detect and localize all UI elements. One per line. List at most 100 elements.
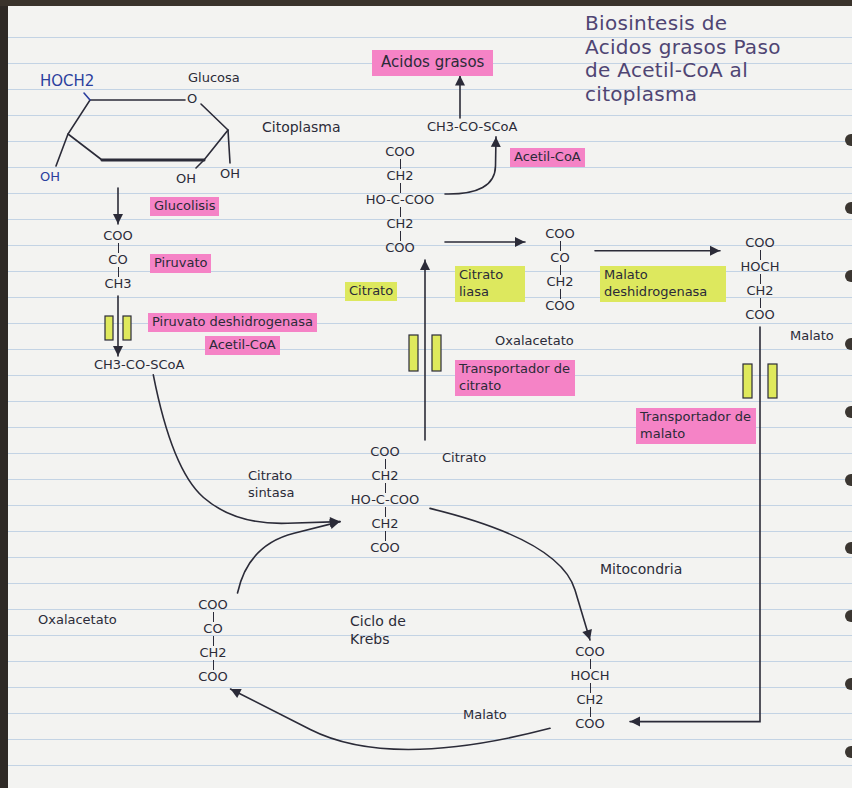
enzyme-label: Malato deshidrogenasa xyxy=(600,266,726,302)
membrane-bar xyxy=(409,335,418,371)
atom-group: COO xyxy=(550,640,630,664)
connector-line xyxy=(153,375,340,523)
acetyl-coa-molecule: CH3-CO-SCoAAcetil-CoA xyxy=(92,356,186,375)
enzyme-label: Citrato sintasa xyxy=(248,468,320,502)
structural-formula: COO CH2 HO-C-COO CH2 COO xyxy=(340,440,430,560)
arrow-head xyxy=(515,237,525,247)
connector-arrow xyxy=(231,689,551,749)
atom-group: CH2 xyxy=(355,212,445,236)
connector-line xyxy=(231,689,551,749)
connector-arrow xyxy=(455,76,465,119)
malate-molecule: COO HOCH CH2 COOMalato xyxy=(550,640,630,736)
membrane-bar xyxy=(743,364,752,398)
process-label: Glucolisis xyxy=(150,197,219,216)
atom-group: COO xyxy=(178,665,248,689)
region-label: Citoplasma xyxy=(262,118,341,136)
ring-bond xyxy=(196,160,204,168)
ring-bond xyxy=(228,130,230,163)
group-label: HOCH2 xyxy=(40,72,94,92)
atom-group: CH2 xyxy=(178,641,248,665)
arrow-head xyxy=(710,246,720,256)
transporter-label: Transportador de citrato xyxy=(455,360,575,396)
atom-group: CH2 xyxy=(525,270,595,294)
arrow-head xyxy=(231,689,242,698)
atom-group: COO xyxy=(340,440,430,464)
glucose-ring xyxy=(56,93,230,168)
membrane-bar xyxy=(768,364,777,398)
connector-arrow xyxy=(113,188,123,224)
structural-formula: CH3-CO-SCoA xyxy=(92,356,186,375)
arrow-head xyxy=(113,214,123,224)
ring-bond xyxy=(102,159,204,162)
atom-group: COO xyxy=(525,222,595,246)
oxaloacetate-molecule: COO CO CH2 COOOxalacetato xyxy=(525,222,595,318)
arrow-head xyxy=(491,137,501,147)
malate-molecule: COO HOCH CH2 COOMalato xyxy=(720,231,800,327)
connector-arrow xyxy=(630,327,760,727)
hydroxyl-group: OH xyxy=(176,171,196,188)
atom-group: HOCH xyxy=(720,255,800,279)
binder-hole xyxy=(845,338,852,350)
atom-group: CH2 xyxy=(340,512,430,536)
atom-group: CH2 xyxy=(550,688,630,712)
connector-line xyxy=(595,250,720,252)
enzyme-label: Piruvato deshidrogenasa xyxy=(148,313,317,332)
binder-hole xyxy=(845,542,852,554)
atom-group: HO-C-COO xyxy=(355,188,445,212)
region-label: Mitocondria xyxy=(600,560,682,578)
arrow-head xyxy=(329,519,340,529)
citrate-molecule: COO CH2 HO-C-COO CH2 COOCitrato xyxy=(340,440,430,560)
molecule-name: Acetil-CoA xyxy=(510,148,585,167)
acetyl-coa-molecule: CH3-CO-SCoAAcetil-CoA xyxy=(425,118,519,137)
ring-bond xyxy=(201,104,228,160)
ring-oxygen: O xyxy=(187,91,197,108)
molecule-name: Citrato xyxy=(345,282,397,301)
product-name: Acidos grasos xyxy=(372,50,493,76)
molecule-name: Citrato xyxy=(442,450,486,467)
atom-group: COO xyxy=(83,224,153,248)
atom-group: COO xyxy=(340,536,430,560)
membrane-bar xyxy=(105,316,113,340)
structural-formula: COO HOCH CH2 COO xyxy=(550,640,630,736)
enzyme-label: Citrato liasa xyxy=(455,266,525,302)
photo-edge xyxy=(0,0,852,6)
atom-group: COO xyxy=(720,303,800,327)
atom-group: COO xyxy=(355,140,445,164)
glucose-molecule: HOCH2GlucosaOOHOHOH xyxy=(38,70,243,188)
binder-hole xyxy=(845,474,852,486)
molecule-name: Piruvato xyxy=(150,254,211,273)
cycle-label: Ciclo de Krebs xyxy=(350,612,428,648)
molecule-name: Oxalacetato xyxy=(495,333,574,350)
atom-group: CH2 xyxy=(340,464,430,488)
structural-formula: COO CO CH2 COO xyxy=(178,593,248,689)
connector-arrow xyxy=(595,246,720,256)
membrane-bar xyxy=(123,316,131,340)
citrate-molecule: COO CH2 HO-C-COO CH2 COOCitrato xyxy=(355,140,445,260)
atom-group: HO-C-COO xyxy=(340,488,430,512)
arrow-head xyxy=(113,346,123,356)
transporter-label: Transportador de malato xyxy=(636,408,756,444)
atom-group: COO xyxy=(550,712,630,736)
connector-line xyxy=(445,241,525,243)
ring-bond xyxy=(84,93,90,100)
ring-bond xyxy=(56,134,68,166)
structural-formula: CH3-CO-SCoA xyxy=(425,118,519,137)
connector-arrow xyxy=(420,260,430,440)
atom-group: COO xyxy=(720,231,800,255)
molecule-name: Oxalacetato xyxy=(38,612,117,629)
photo-edge xyxy=(0,0,8,788)
atom-group: COO xyxy=(525,294,595,318)
structural-formula: COO CO CH3 xyxy=(83,224,153,296)
hydroxyl-group: OH xyxy=(40,169,60,186)
atom-group: HOCH xyxy=(550,664,630,688)
atom-group: CH3 xyxy=(83,272,153,296)
connector-arrow xyxy=(445,137,501,194)
arrow-head xyxy=(630,717,640,727)
arrow-head xyxy=(582,629,592,640)
connector-arrow xyxy=(445,237,525,247)
binder-hole xyxy=(845,678,852,690)
molecule-name: Acetil-CoA xyxy=(205,336,280,355)
